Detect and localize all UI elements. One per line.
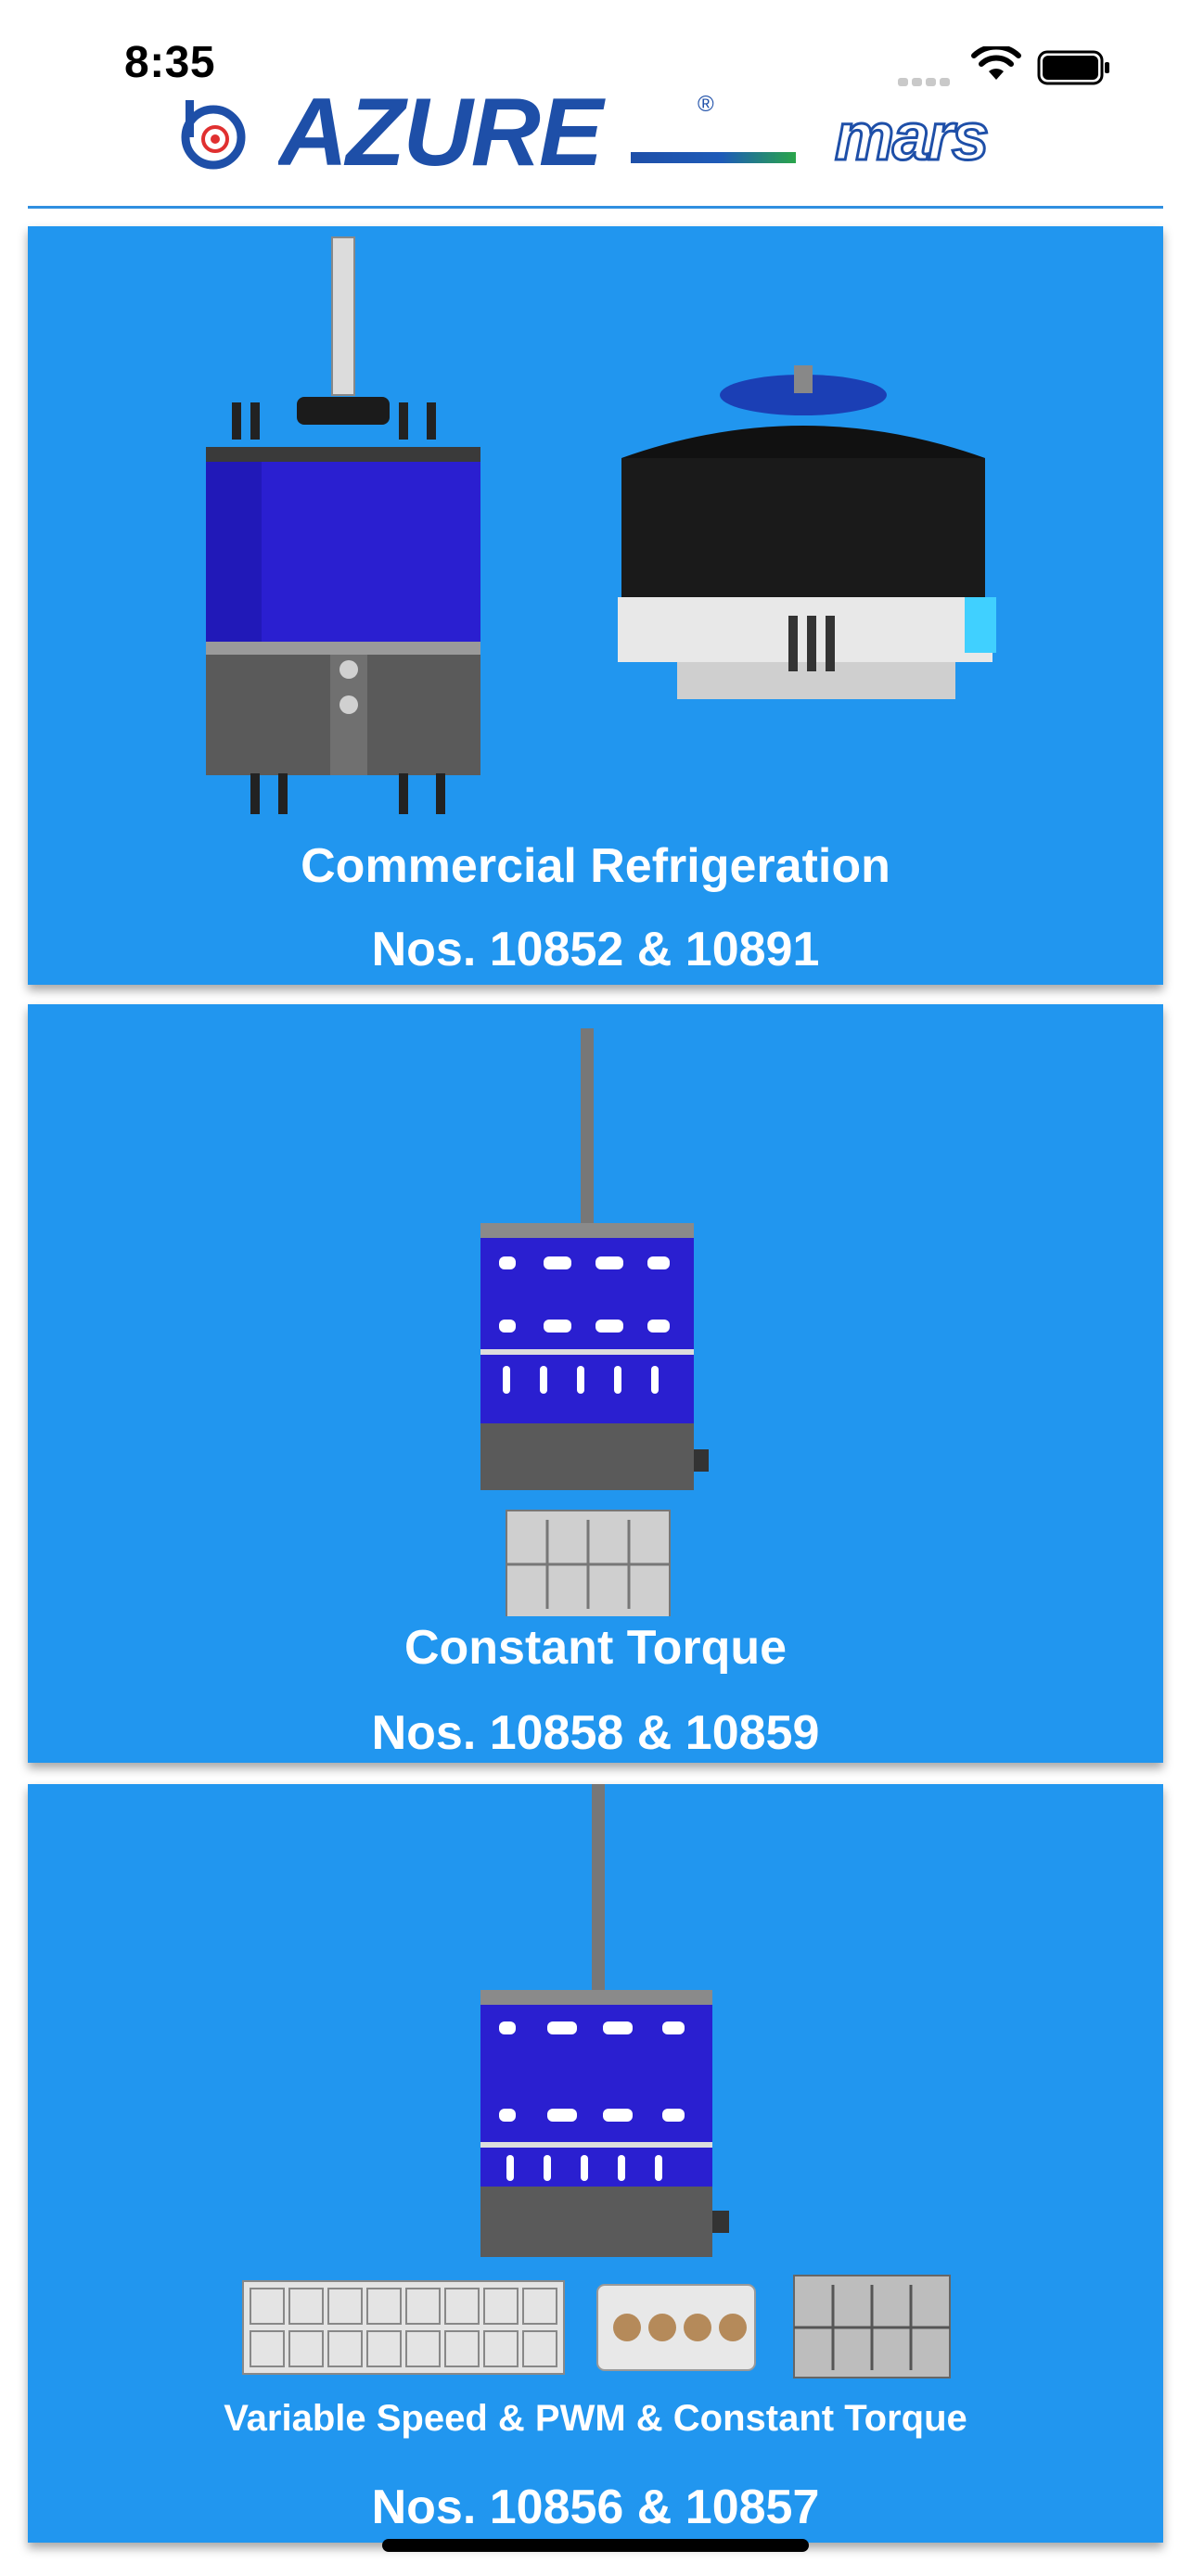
partner-name-text: mars	[835, 106, 987, 165]
card-title: Commercial Refrigeration	[301, 839, 890, 893]
constant-torque-motor-illustration	[480, 1028, 709, 1616]
card-part-numbers: Nos. 10856 & 10857	[371, 2480, 820, 2534]
brand-emblem-icon	[181, 100, 246, 170]
product-card-constant-torque[interactable]: Constant Torque Nos. 10858 & 10859	[28, 1004, 1163, 1763]
refrigeration-motor-side-view	[206, 236, 480, 814]
azure-logo: AZURE ®	[278, 83, 796, 176]
registered-mark: ®	[698, 92, 714, 117]
status-bar: 8:35	[0, 0, 1191, 87]
wifi-icon	[971, 46, 1021, 80]
variable-speed-motor-illustration	[242, 1784, 951, 2378]
app-header: AZURE ® mars	[0, 83, 1191, 206]
brand-name-text: AZURE	[278, 83, 606, 176]
card-part-numbers: Nos. 10858 & 10859	[371, 1706, 820, 1760]
commercial-refrigeration-motors-illustration	[206, 236, 996, 814]
battery-icon	[1037, 50, 1109, 85]
mars-logo: mars	[834, 106, 991, 165]
card-title: Variable Speed & PWM & Constant Torque	[224, 2398, 967, 2439]
refrigeration-motor-black-housing	[618, 365, 996, 699]
card-part-numbers: Nos. 10852 & 10891	[371, 923, 820, 976]
card-title: Constant Torque	[403, 1621, 788, 1675]
cellular-signal-icon	[898, 74, 957, 86]
header-divider	[28, 206, 1163, 209]
product-card-commercial-refrigeration[interactable]: Commercial Refrigeration Nos. 10852 & 10…	[28, 226, 1163, 985]
status-time: 8:35	[124, 38, 216, 87]
product-card-variable-speed[interactable]: Variable Speed & PWM & Constant Torque N…	[28, 1784, 1163, 2543]
home-indicator[interactable]	[382, 2539, 809, 2552]
